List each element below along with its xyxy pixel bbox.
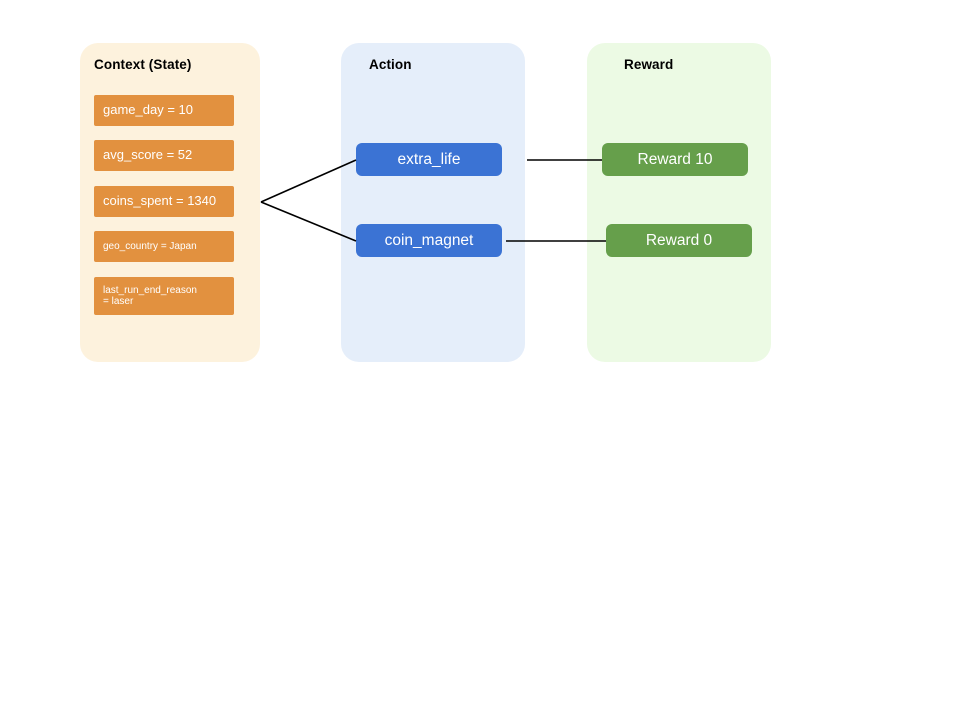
- action-node-coin-magnet[interactable]: coin_magnet: [356, 224, 502, 257]
- panel-reward: [587, 43, 771, 362]
- reward-node-10[interactable]: Reward 10: [602, 143, 748, 176]
- reward-node-label: Reward 10: [637, 150, 713, 168]
- panel-title-reward: Reward: [624, 57, 674, 72]
- action-node-extra-life[interactable]: extra_life: [356, 143, 502, 176]
- panel-title-action: Action: [369, 57, 412, 72]
- reward-node-label: Reward 0: [645, 231, 713, 249]
- context-item-label: last_run_end_reason = laser: [103, 284, 197, 308]
- action-node-label: coin_magnet: [384, 231, 474, 249]
- context-item-coins-spent: coins_spent = 1340: [94, 186, 234, 217]
- context-item-avg-score: avg_score = 52: [94, 140, 234, 171]
- context-item-label: coins_spent = 1340: [103, 193, 217, 209]
- panel-title-context: Context (State): [94, 57, 192, 72]
- context-item-game-day: game_day = 10: [94, 95, 234, 126]
- panel-action: [341, 43, 525, 362]
- context-item-geo-country: geo_country = Japan: [94, 231, 234, 262]
- action-node-label: extra_life: [397, 150, 461, 168]
- reward-node-0[interactable]: Reward 0: [606, 224, 752, 257]
- context-item-label: geo_country = Japan: [103, 240, 197, 252]
- context-item-label: game_day = 10: [103, 102, 193, 118]
- context-item-label: avg_score = 52: [103, 147, 193, 163]
- context-item-last-run-end-reason: last_run_end_reason = laser: [94, 277, 234, 315]
